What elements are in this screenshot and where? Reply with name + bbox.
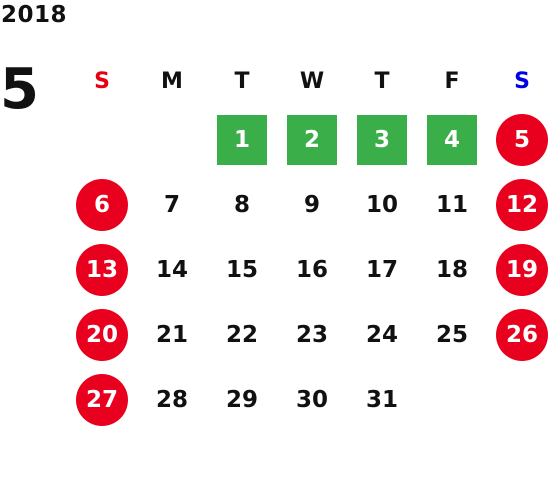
day-number: 28 bbox=[155, 386, 188, 413]
week-row: 27 28 29 30 31 bbox=[67, 367, 548, 432]
weekday-label: M bbox=[161, 68, 183, 94]
day-number: 16 bbox=[295, 256, 328, 283]
day-number: 9 bbox=[303, 191, 320, 218]
day-cell bbox=[67, 107, 137, 172]
day-cell bbox=[137, 107, 207, 172]
day-number: 25 bbox=[435, 321, 468, 348]
day-cell[interactable]: 2 bbox=[277, 107, 347, 172]
day-number: 12 bbox=[496, 178, 548, 231]
weekday-fri: F bbox=[417, 49, 487, 114]
day-number: 4 bbox=[427, 114, 477, 165]
day-number: 21 bbox=[155, 321, 188, 348]
month-number: 5 bbox=[0, 57, 39, 122]
day-cell bbox=[417, 367, 487, 432]
day-cell[interactable]: 6 bbox=[67, 172, 137, 237]
day-cell[interactable]: 16 bbox=[277, 237, 347, 302]
day-cell[interactable]: 29 bbox=[207, 367, 277, 432]
day-number: 6 bbox=[76, 178, 128, 231]
day-number: 3 bbox=[357, 114, 407, 165]
day-cell[interactable]: 27 bbox=[67, 367, 137, 432]
day-number: 10 bbox=[365, 191, 398, 218]
day-number: 22 bbox=[225, 321, 258, 348]
day-cell[interactable]: 1 bbox=[207, 107, 277, 172]
day-cell[interactable]: 9 bbox=[277, 172, 347, 237]
day-cell[interactable]: 3 bbox=[347, 107, 417, 172]
day-cell[interactable]: 15 bbox=[207, 237, 277, 302]
weekday-label: W bbox=[299, 68, 325, 94]
day-number: 18 bbox=[435, 256, 468, 283]
week-row: 6 7 8 9 10 11 12 bbox=[67, 172, 548, 237]
day-cell[interactable]: 11 bbox=[417, 172, 487, 237]
weekday-tue: T bbox=[207, 49, 277, 114]
weekday-sun: S bbox=[67, 49, 137, 114]
weekday-sat: S bbox=[487, 49, 548, 114]
day-cell[interactable]: 24 bbox=[347, 302, 417, 367]
day-cell[interactable]: 20 bbox=[67, 302, 137, 367]
weekday-thu: T bbox=[347, 49, 417, 114]
day-cell[interactable]: 23 bbox=[277, 302, 347, 367]
weekday-label: F bbox=[444, 68, 460, 94]
day-number: 29 bbox=[225, 386, 258, 413]
day-number: 31 bbox=[365, 386, 398, 413]
day-cell[interactable]: 19 bbox=[487, 237, 548, 302]
weekday-label: S bbox=[94, 68, 110, 94]
weekday-header: S M T W T F S bbox=[67, 55, 548, 107]
day-number: 27 bbox=[76, 373, 128, 426]
day-cell[interactable]: 4 bbox=[417, 107, 487, 172]
day-cell[interactable]: 10 bbox=[347, 172, 417, 237]
day-number: 17 bbox=[365, 256, 398, 283]
day-cell[interactable]: 7 bbox=[137, 172, 207, 237]
day-number: 2 bbox=[287, 114, 337, 165]
weekday-label: T bbox=[234, 68, 250, 94]
week-row: 13 14 15 16 17 18 19 bbox=[67, 237, 548, 302]
day-number: 26 bbox=[496, 308, 548, 361]
day-number: 13 bbox=[76, 243, 128, 296]
day-cell[interactable]: 22 bbox=[207, 302, 277, 367]
year-label: 2018 bbox=[1, 2, 68, 28]
day-cell[interactable]: 17 bbox=[347, 237, 417, 302]
weekday-mon: M bbox=[137, 49, 207, 114]
day-cell bbox=[487, 367, 548, 432]
day-number: 11 bbox=[435, 191, 468, 218]
day-cell[interactable]: 31 bbox=[347, 367, 417, 432]
weekday-wed: W bbox=[277, 49, 347, 114]
day-number: 1 bbox=[217, 114, 267, 165]
day-cell[interactable]: 14 bbox=[137, 237, 207, 302]
day-cell[interactable]: 12 bbox=[487, 172, 548, 237]
day-cell[interactable]: 21 bbox=[137, 302, 207, 367]
day-number: 8 bbox=[233, 191, 250, 218]
day-number: 7 bbox=[163, 191, 180, 218]
day-number: 23 bbox=[295, 321, 328, 348]
day-number: 15 bbox=[225, 256, 258, 283]
day-number: 24 bbox=[365, 321, 398, 348]
day-cell[interactable]: 28 bbox=[137, 367, 207, 432]
day-number: 30 bbox=[295, 386, 328, 413]
weekday-label: T bbox=[374, 68, 390, 94]
weekday-label: S bbox=[514, 68, 530, 94]
day-number: 19 bbox=[496, 243, 548, 296]
day-cell[interactable]: 30 bbox=[277, 367, 347, 432]
day-cell[interactable]: 18 bbox=[417, 237, 487, 302]
day-cell[interactable]: 26 bbox=[487, 302, 548, 367]
week-row: 20 21 22 23 24 25 26 bbox=[67, 302, 548, 367]
day-number: 5 bbox=[496, 113, 548, 166]
day-cell[interactable]: 13 bbox=[67, 237, 137, 302]
day-number: 20 bbox=[76, 308, 128, 361]
day-number: 14 bbox=[155, 256, 188, 283]
day-cell[interactable]: 5 bbox=[487, 107, 548, 172]
day-cell[interactable]: 25 bbox=[417, 302, 487, 367]
day-cell[interactable]: 8 bbox=[207, 172, 277, 237]
